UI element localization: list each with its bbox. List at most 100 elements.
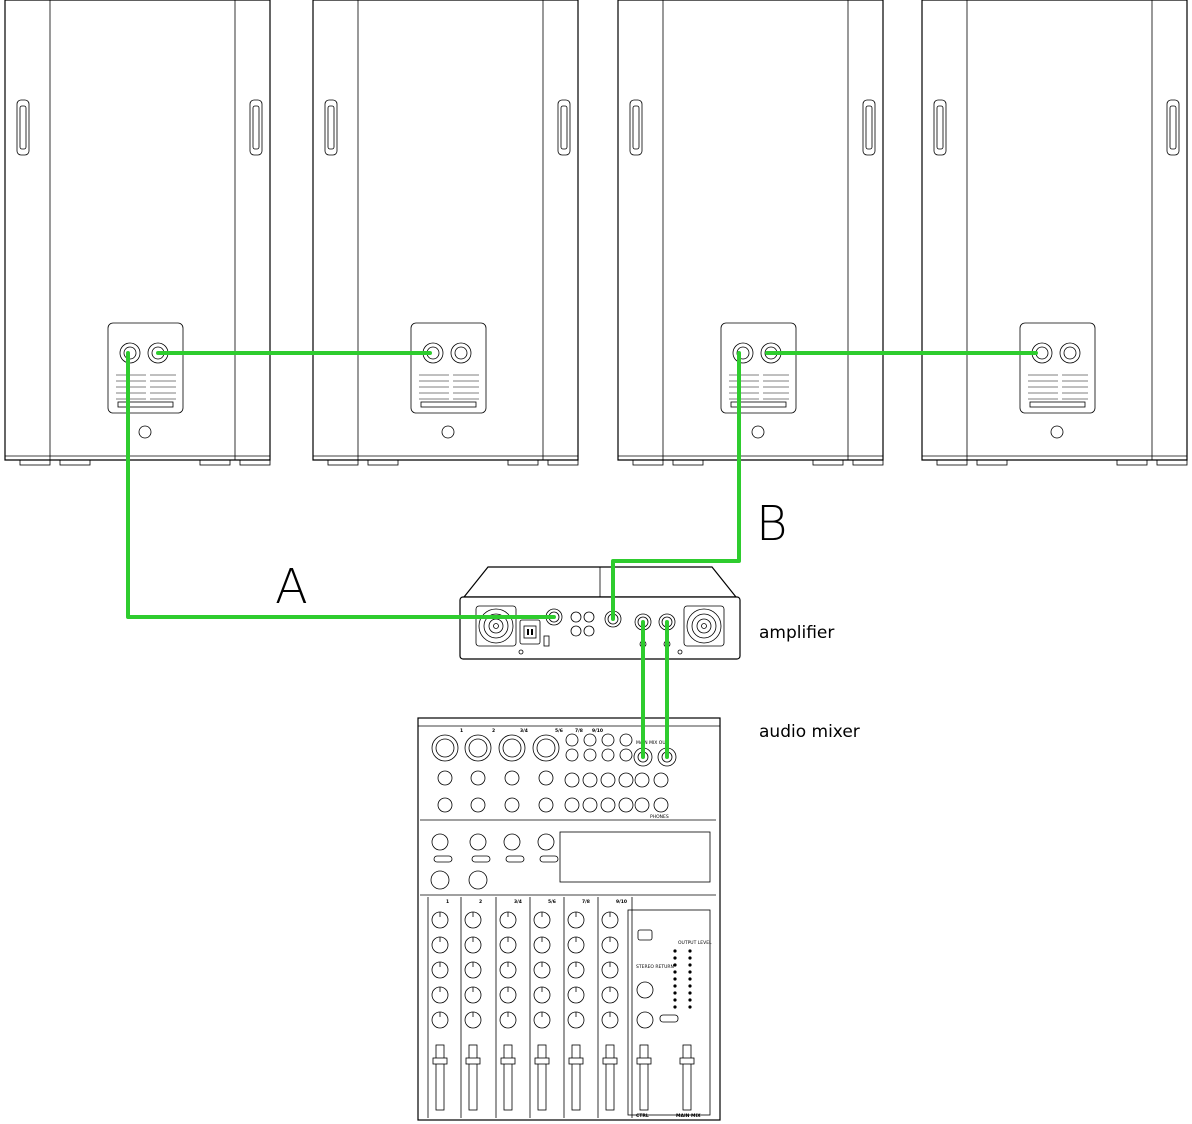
handle-icon xyxy=(862,99,876,156)
channel-fader[interactable] xyxy=(605,1044,615,1111)
channel-strip-label: 7/8 xyxy=(582,899,590,905)
cable-b xyxy=(611,351,741,621)
master-knob[interactable] xyxy=(636,1011,654,1029)
level-led xyxy=(688,984,692,988)
channel-strip: 5/6 xyxy=(529,897,556,1118)
screw-icon xyxy=(441,425,455,439)
mixer-body xyxy=(417,717,721,1121)
channel-fader[interactable] xyxy=(537,1044,547,1111)
fan-icon xyxy=(683,605,725,647)
handle-icon xyxy=(933,99,947,156)
stereo-return-label: STEREO RETURN xyxy=(636,964,674,970)
input-jacks xyxy=(570,611,595,637)
audio-mixer-label: audio mixer xyxy=(759,722,860,742)
master-fader[interactable] xyxy=(639,1044,649,1111)
channel-strip-label: 9/10 xyxy=(616,899,627,905)
level-led xyxy=(673,963,677,967)
level-led xyxy=(688,949,692,953)
comp-knob[interactable] xyxy=(430,870,450,890)
master-knob[interactable] xyxy=(636,981,654,999)
channel-fader[interactable] xyxy=(571,1044,581,1111)
power-socket-icon xyxy=(519,619,541,645)
handle-icon xyxy=(249,99,263,156)
screw-icon xyxy=(751,425,765,439)
channel-fader[interactable] xyxy=(435,1044,445,1111)
mixer-display-area xyxy=(559,831,711,883)
output-level-label: OUTPUT LEVEL xyxy=(678,940,712,946)
channel-fader[interactable] xyxy=(503,1044,513,1111)
cable-a xyxy=(126,351,556,619)
connector-plate xyxy=(410,322,487,414)
level-led xyxy=(673,984,677,988)
xlr-input-icon[interactable] xyxy=(431,734,459,762)
level-led xyxy=(688,1005,692,1009)
mixer-top-channel-label: 1 xyxy=(460,728,463,734)
connector-plate xyxy=(720,322,797,414)
speaker-cabinet-3 xyxy=(617,0,884,466)
phones-label: PHONES xyxy=(650,814,669,820)
xlr-input-icon[interactable] xyxy=(498,734,526,762)
gain-knob[interactable] xyxy=(431,833,449,851)
level-led xyxy=(673,977,677,981)
handle-icon xyxy=(629,99,643,156)
level-led xyxy=(688,963,692,967)
amplifier-label: amplifier xyxy=(759,623,834,643)
level-led xyxy=(688,956,692,960)
handle-icon xyxy=(324,99,338,156)
speaker-cabinet-4 xyxy=(921,0,1188,466)
level-led xyxy=(688,991,692,995)
level-led xyxy=(688,977,692,981)
ctrl-label: CTRL xyxy=(636,1113,649,1119)
mixer-top-channel-label: 9/10 xyxy=(592,728,603,734)
handle-icon xyxy=(557,99,571,156)
connector-plate xyxy=(1019,322,1096,414)
channel-strip-label: 1 xyxy=(446,899,449,905)
speakon-connector-icon[interactable] xyxy=(450,342,472,364)
channel-strip-label: 2 xyxy=(479,899,482,905)
speaker-cabinet-2 xyxy=(312,0,579,466)
main-mix-out-label: MAIN MIX OUT xyxy=(636,740,669,746)
level-led xyxy=(673,1005,677,1009)
mixer-top-channel-label: 5/6 xyxy=(555,728,563,734)
channel-strip: 9/10 xyxy=(597,897,627,1118)
handle-icon xyxy=(16,99,30,156)
speaker-cabinet-1 xyxy=(4,0,271,466)
cables xyxy=(126,351,1038,759)
mixer-top-channel-label: 7/8 xyxy=(575,728,583,734)
speaker-row xyxy=(4,0,1188,466)
mixer-top-channel-label: 2 xyxy=(492,728,495,734)
main-mix-label: MAIN MIX xyxy=(676,1113,701,1119)
handle-icon xyxy=(1166,99,1180,156)
screw-icon xyxy=(1050,425,1064,439)
level-led xyxy=(688,970,692,974)
channel-strip-label: 5/6 xyxy=(548,899,556,905)
level-led xyxy=(673,991,677,995)
gain-knob[interactable] xyxy=(469,833,487,851)
cable-b-label: B xyxy=(756,496,787,552)
xlr-input-icon[interactable] xyxy=(532,734,560,762)
mixer-top-channel-label: 3/4 xyxy=(520,728,528,734)
master-fader[interactable] xyxy=(682,1044,692,1111)
channel-strip: 3/4 xyxy=(495,897,522,1118)
level-led xyxy=(688,998,692,1002)
level-led xyxy=(673,998,677,1002)
gain-knob[interactable] xyxy=(537,833,555,851)
channel-strip: 7/8 xyxy=(563,897,590,1118)
channel-fader[interactable] xyxy=(468,1044,478,1111)
level-led xyxy=(673,956,677,960)
level-led xyxy=(673,949,677,953)
cable-a-label: A xyxy=(275,559,308,615)
connector-plate xyxy=(107,322,184,414)
channel-strip: 1 xyxy=(427,897,449,1118)
fan-icon xyxy=(475,605,517,647)
xlr-input-icon[interactable] xyxy=(464,734,492,762)
speakon-connector-icon[interactable] xyxy=(1059,342,1081,364)
channel-strip: 2 xyxy=(460,897,482,1118)
level-led xyxy=(673,970,677,974)
gain-knob[interactable] xyxy=(503,833,521,851)
channel-strip-label: 3/4 xyxy=(514,899,522,905)
comp-knob[interactable] xyxy=(468,870,488,890)
amplifier-unit xyxy=(459,566,741,660)
